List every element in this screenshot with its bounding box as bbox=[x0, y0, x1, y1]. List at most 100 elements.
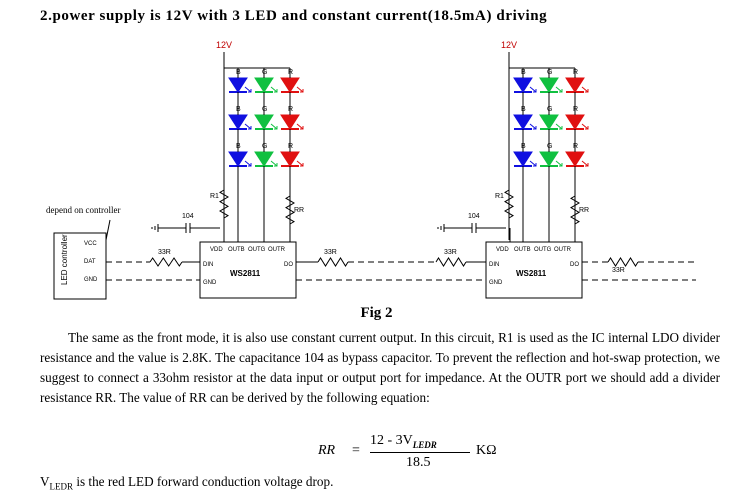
ic-body-b bbox=[485, 241, 583, 299]
series-label-mid: 33R bbox=[324, 249, 337, 256]
cap-label-a: 104 bbox=[182, 213, 194, 220]
led-a-1-0-arrow bbox=[244, 123, 252, 130]
ic-pin-b-VDD: VDD bbox=[496, 247, 509, 253]
r1-label-b: R1 bbox=[495, 193, 504, 200]
ic-pin-a-gnd: GND bbox=[203, 280, 217, 286]
equation-equals: = bbox=[352, 443, 360, 458]
series-resistor-b bbox=[435, 257, 467, 267]
cap-label-b: 104 bbox=[468, 213, 480, 220]
vledr-text: is the red LED forward conduction voltag… bbox=[73, 474, 334, 489]
led-a-1-2 bbox=[280, 114, 300, 130]
controller-pin-DAT: DAT bbox=[84, 259, 96, 265]
led-letter-a-1-2: R bbox=[288, 106, 293, 113]
led-b-1-0 bbox=[513, 114, 533, 130]
led-letter-b-1-1: G bbox=[547, 106, 552, 113]
led-a-0-0 bbox=[228, 77, 248, 93]
ic-name-b: WS2811 bbox=[516, 269, 547, 278]
led-letter-b-2-2: R bbox=[573, 143, 578, 150]
series-resistor-a bbox=[149, 257, 183, 267]
figure-caption: Fig 2 bbox=[360, 305, 393, 321]
vledr-symbol: V bbox=[40, 474, 50, 489]
led-b-1-0-arrow bbox=[529, 123, 537, 130]
led-b-2-1 bbox=[539, 151, 559, 167]
led-a-2-1 bbox=[254, 151, 274, 167]
led-b-2-0-arrow bbox=[529, 160, 537, 167]
led-a-2-2 bbox=[280, 151, 300, 167]
controller-pin-VCC: VCC bbox=[84, 241, 97, 247]
led-a-1-1 bbox=[254, 114, 274, 130]
ic-pin-a-VDD: VDD bbox=[210, 247, 223, 253]
series-resistor-out bbox=[607, 257, 639, 267]
ic-pin-b-OUTB: OUTB bbox=[514, 247, 531, 253]
series-label-a: 33R bbox=[158, 249, 171, 256]
led-a-1-2-arrow bbox=[296, 123, 304, 130]
series-label-out: 33R bbox=[612, 267, 625, 274]
vledr-note: VLEDR is the red LED forward conduction … bbox=[40, 474, 333, 492]
ic-name-a: WS2811 bbox=[230, 269, 261, 278]
led-a-1-1-arrow bbox=[270, 123, 278, 130]
led-a-0-1-arrow bbox=[270, 86, 278, 93]
ic-pin-a-din: DIN bbox=[203, 262, 213, 268]
equation-numerator: 12 - 3VLEDR bbox=[370, 433, 437, 450]
led-b-2-2 bbox=[565, 151, 585, 167]
led-b-2-2-arrow bbox=[581, 160, 589, 167]
r1-resistor-b bbox=[504, 189, 514, 219]
led-b-2-1-arrow bbox=[555, 160, 563, 167]
heading: 2.power supply is 12V with 3 LED and con… bbox=[40, 8, 548, 24]
ic-pin-a-OUTR: OUTR bbox=[268, 247, 286, 253]
led-letter-b-0-2: R bbox=[573, 69, 578, 76]
description-paragraph: The same as the front mode, it is also u… bbox=[40, 330, 720, 405]
led-letter-b-1-2: R bbox=[573, 106, 578, 113]
led-a-2-0 bbox=[228, 151, 248, 167]
led-b-0-1 bbox=[539, 77, 559, 93]
led-letter-a-0-1: G bbox=[262, 69, 267, 76]
led-b-0-0 bbox=[513, 77, 533, 93]
ic-body-a bbox=[199, 241, 297, 299]
depend-wire bbox=[105, 219, 111, 241]
circuit-diagram: 12VBGRBGRBGRR1RR12VBGRBGRBGRR1RRVDDOUTBO… bbox=[46, 40, 696, 300]
led-a-2-0-arrow bbox=[244, 160, 252, 167]
controller-pin-GND: GND bbox=[84, 277, 98, 283]
led-a-2-1-arrow bbox=[270, 160, 278, 167]
numerator-text: 12 - 3V bbox=[370, 433, 413, 448]
r1-label-a: R1 bbox=[210, 193, 219, 200]
led-a-0-2 bbox=[280, 77, 300, 93]
led-b-1-1 bbox=[539, 114, 559, 130]
led-b-0-2 bbox=[565, 77, 585, 93]
ic-pin-b-gnd: GND bbox=[489, 280, 503, 286]
ic-pin-a-OUTB: OUTB bbox=[228, 247, 245, 253]
led-b-1-2-arrow bbox=[581, 123, 589, 130]
led-b-0-0-arrow bbox=[529, 86, 537, 93]
supply-label-b: 12V bbox=[501, 40, 517, 50]
led-a-0-0-arrow bbox=[244, 86, 252, 93]
equation-denominator: 18.5 bbox=[406, 455, 431, 470]
rr-resistor-a bbox=[285, 195, 295, 225]
equation-unit: KΩ bbox=[476, 443, 497, 458]
led-a-0-1 bbox=[254, 77, 274, 93]
led-b-1-1-arrow bbox=[555, 123, 563, 130]
ic-pin-a-OUTG: OUTG bbox=[248, 247, 266, 253]
ic-pin-a-do: DO bbox=[284, 262, 293, 268]
depend-label: depend on controller bbox=[46, 205, 120, 215]
led-b-2-0 bbox=[513, 151, 533, 167]
series-resistor-mid bbox=[317, 257, 349, 267]
ic-pin-b-OUTR: OUTR bbox=[554, 247, 572, 253]
equation-lhs: RR bbox=[318, 443, 336, 458]
ic-pin-b-din: DIN bbox=[489, 262, 499, 268]
led-letter-a-2-1: G bbox=[262, 143, 267, 150]
led-b-0-2-arrow bbox=[581, 86, 589, 93]
rr-label-a: RR bbox=[294, 207, 304, 214]
led-letter-a-1-1: G bbox=[262, 106, 267, 113]
led-letter-a-2-2: R bbox=[288, 143, 293, 150]
ic-pin-b-do: DO bbox=[570, 262, 579, 268]
led-a-0-2-arrow bbox=[296, 86, 304, 93]
series-label-b: 33R bbox=[444, 249, 457, 256]
led-letter-b-2-1: G bbox=[547, 143, 552, 150]
rr-resistor-b bbox=[570, 195, 580, 225]
led-letter-b-0-1: G bbox=[547, 69, 552, 76]
ic-pin-b-OUTG: OUTG bbox=[534, 247, 552, 253]
led-letter-a-0-2: R bbox=[288, 69, 293, 76]
led-a-1-0 bbox=[228, 114, 248, 130]
numerator-subscript: LEDR bbox=[412, 439, 437, 450]
led-a-2-2-arrow bbox=[296, 160, 304, 167]
